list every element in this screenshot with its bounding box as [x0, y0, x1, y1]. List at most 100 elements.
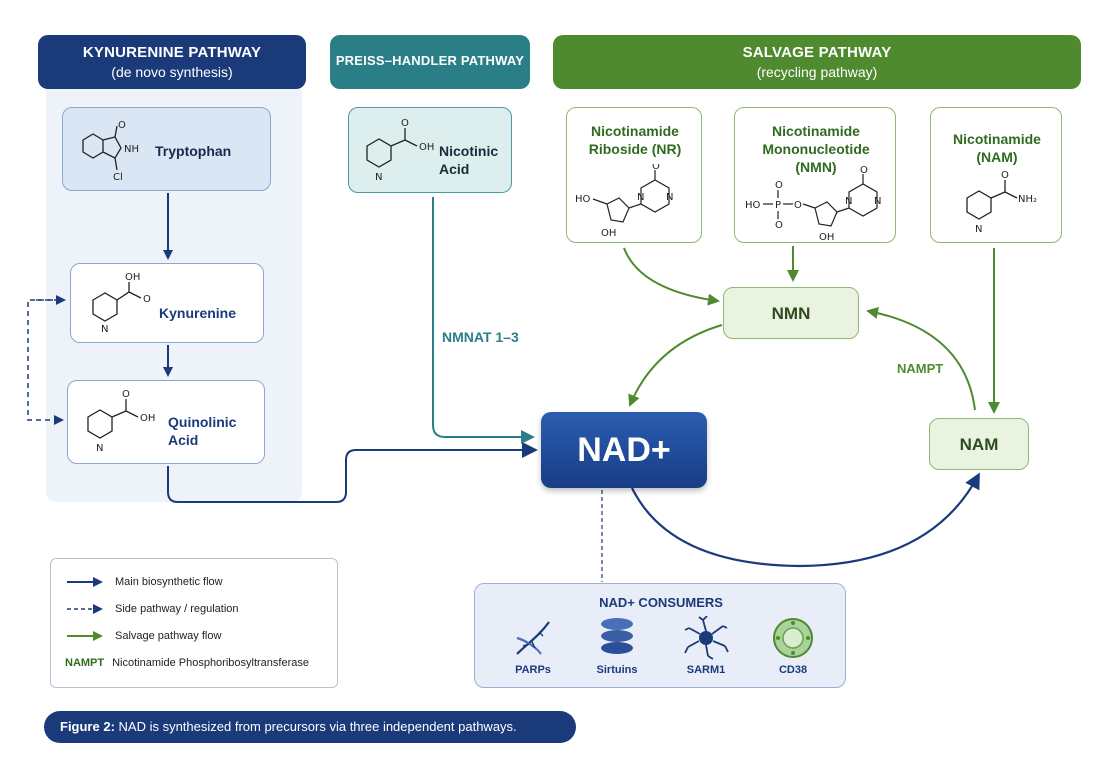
svg-text:OH: OH: [419, 142, 434, 153]
nicotinic-acid-structure-icon: N O OH: [366, 118, 434, 183]
nmn-label-line3: (NMN): [795, 159, 837, 175]
legend-main-flow-label: Main biosynthetic flow: [115, 576, 223, 588]
kynurenine-pathway-header: KYNURENINE PATHWAY (de novo synthesis): [38, 35, 306, 89]
svg-text:N: N: [874, 196, 881, 207]
legend-salvage-flow-arrow-icon: [67, 631, 103, 641]
nmn-structure-icon: HO P O O O OH O N N: [745, 165, 881, 242]
tryptophan-label: Tryptophan: [155, 143, 232, 159]
quinolinic-acid-label-line2: Acid: [168, 432, 199, 448]
nam-node-label: NAM: [959, 435, 999, 454]
svg-text:O: O: [143, 294, 151, 305]
figure-caption-text: NAD is synthesized from precursors via t…: [114, 719, 517, 734]
kynurenine-structure-icon: N OH O: [92, 272, 151, 335]
arrow-nad-to-nam: [631, 472, 980, 568]
svg-text:N: N: [637, 192, 644, 203]
svg-text:O: O: [775, 220, 783, 231]
tryptophan-node: O NH Cl Tryptophan: [62, 107, 271, 191]
sirtuins-icon: [601, 618, 633, 654]
nam-label-line2: (NAM): [976, 149, 1018, 165]
legend-salvage-flow: Salvage pathway flow: [65, 627, 221, 645]
svg-text:NH: NH: [124, 144, 139, 155]
figure-caption-label: Figure 2:: [60, 719, 115, 734]
svg-text:OH: OH: [601, 228, 616, 239]
consumer-label-parps: PARPs: [515, 664, 551, 676]
figure-caption: Figure 2: NAD is synthesized from precur…: [44, 711, 576, 743]
nam-structure-icon: N O NH₂: [966, 170, 1037, 235]
svg-text:N: N: [666, 192, 673, 203]
legend-abbr-definition: Nicotinamide Phosphoribosyltransferase: [112, 657, 309, 669]
legend-abbreviation: NAMPT Nicotinamide Phosphoribosyltransfe…: [65, 654, 309, 672]
nmn-precursor-node: Nicotinamide Mononucleotide (NMN) HO P O…: [734, 107, 896, 243]
svg-text:N: N: [975, 224, 982, 235]
legend-side-pathway: Side pathway / regulation: [65, 600, 239, 618]
nam-node: NAM: [929, 418, 1029, 470]
svg-text:O: O: [122, 389, 130, 400]
kynurenine-label: Kynurenine: [159, 305, 237, 321]
svg-text:O: O: [1001, 170, 1009, 181]
svg-text:OH: OH: [125, 272, 140, 283]
svg-text:O: O: [652, 164, 660, 172]
svg-text:OH: OH: [819, 232, 834, 242]
svg-text:N: N: [96, 443, 103, 454]
nad-consumers-panel: NAD+ CONSUMERS PARPs Sirtuins SARM1 C: [474, 583, 846, 688]
nmn-node: NMN: [723, 287, 859, 339]
consumer-label-sirtuins: Sirtuins: [596, 664, 638, 676]
legend-main-flow: Main biosynthetic flow: [65, 573, 223, 591]
preiss-handler-title: PREISS–HANDLER PATHWAY: [335, 53, 525, 68]
nad-node-label: NAD+: [577, 431, 671, 469]
kynurenine-pathway-title: KYNURENINE PATHWAY: [82, 44, 262, 61]
legend: Main biosynthetic flow Side pathway / re…: [50, 558, 338, 688]
nam-label-line1: Nicotinamide: [953, 131, 1041, 147]
quinolinic-acid-node: N O OH Quinolinic Acid: [67, 380, 265, 464]
kynurenine-pathway-subtitle: (de novo synthesis): [111, 64, 233, 80]
legend-side-pathway-label: Side pathway / regulation: [115, 603, 239, 615]
nr-precursor-node: Nicotinamide Riboside (NR) HO OH O N N: [566, 107, 702, 243]
salvage-pathway-header: SALVAGE PATHWAY (recycling pathway): [553, 35, 1081, 89]
neuron-icon: [684, 616, 729, 660]
nmn-label-line2: Mononucleotide: [762, 141, 870, 157]
svg-text:OH: OH: [140, 413, 155, 424]
legend-side-pathway-arrow-icon: [67, 604, 103, 614]
nmn-node-label: NMN: [771, 304, 811, 323]
svg-text:N: N: [375, 172, 382, 183]
nad-node: NAD+: [541, 412, 707, 488]
svg-text:O: O: [118, 120, 126, 131]
nmnat-edge-label: NMNAT 1–3: [442, 329, 519, 345]
cell-icon: [773, 618, 813, 658]
nam-precursor-node: Nicotinamide (NAM) N O NH₂: [930, 107, 1062, 243]
arrow-nicotinic-to-nad: [432, 197, 535, 444]
legend-main-flow-arrow-icon: [67, 577, 103, 587]
arrow-nam-to-nmn: [866, 307, 976, 411]
svg-text:O: O: [775, 180, 783, 191]
salvage-pathway-subtitle: (recycling pathway): [756, 64, 878, 80]
nr-structure-icon: HO OH O N N: [575, 164, 673, 239]
nmn-label-line1: Nicotinamide: [772, 123, 860, 139]
nr-label-line1: Nicotinamide: [591, 123, 679, 139]
svg-text:Cl: Cl: [113, 172, 123, 183]
dna-icon: [516, 621, 550, 655]
quinolinic-acid-structure-icon: N O OH: [87, 389, 155, 454]
svg-text:HO: HO: [745, 200, 761, 211]
arrow-nmn-to-nad: [628, 324, 723, 407]
nicotinic-acid-label-line1: Nicotinic: [439, 143, 499, 159]
side-pathway-dashed-arrow: [27, 299, 64, 425]
nr-label-line2: Riboside (NR): [588, 141, 682, 157]
svg-text:P: P: [775, 200, 781, 211]
legend-abbr: NAMPT: [65, 657, 105, 669]
svg-text:HO: HO: [575, 194, 591, 205]
nampt-edge-label: NAMPT: [897, 361, 944, 376]
svg-text:N: N: [845, 196, 852, 207]
quinolinic-acid-label-line1: Quinolinic: [168, 414, 237, 430]
svg-text:O: O: [860, 165, 868, 176]
nicotinic-acid-node: N O OH Nicotinic Acid: [348, 107, 512, 193]
svg-text:O: O: [794, 200, 802, 211]
arrow-nr-to-nmn: [623, 247, 720, 306]
preiss-handler-header: PREISS–HANDLER PATHWAY: [330, 35, 530, 89]
kynurenine-node: N OH O Kynurenine: [70, 263, 264, 343]
svg-text:O: O: [401, 118, 409, 129]
tryptophan-structure-icon: O NH Cl: [82, 120, 139, 183]
salvage-pathway-title: SALVAGE PATHWAY: [742, 44, 892, 61]
nad-consumers-title: NAD+ CONSUMERS: [599, 595, 723, 610]
arrow-quinolinic-to-nad: [167, 442, 538, 503]
